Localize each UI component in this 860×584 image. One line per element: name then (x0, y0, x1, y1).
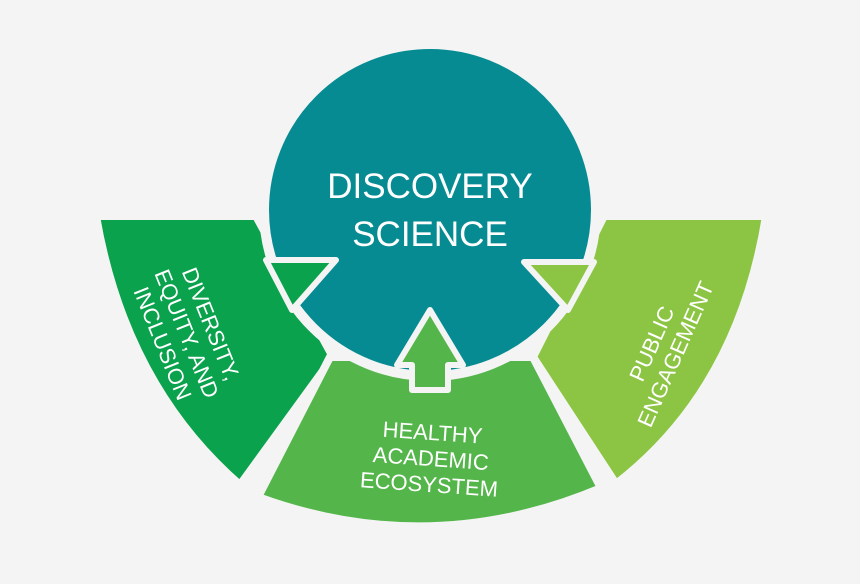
segment-healthy-academic-ecosystem (254, 353, 605, 531)
center-label-line2: SCIENCE (352, 215, 508, 254)
arrow-right-to-center (521, 259, 597, 313)
center-label-line1: DISCOVERY (327, 167, 533, 206)
arrow-bottom-to-center (394, 307, 466, 393)
segment-diversity-equity-inclusion (92, 212, 337, 489)
arrow-left-to-center (263, 257, 339, 313)
segment-public-engagement (529, 212, 770, 488)
